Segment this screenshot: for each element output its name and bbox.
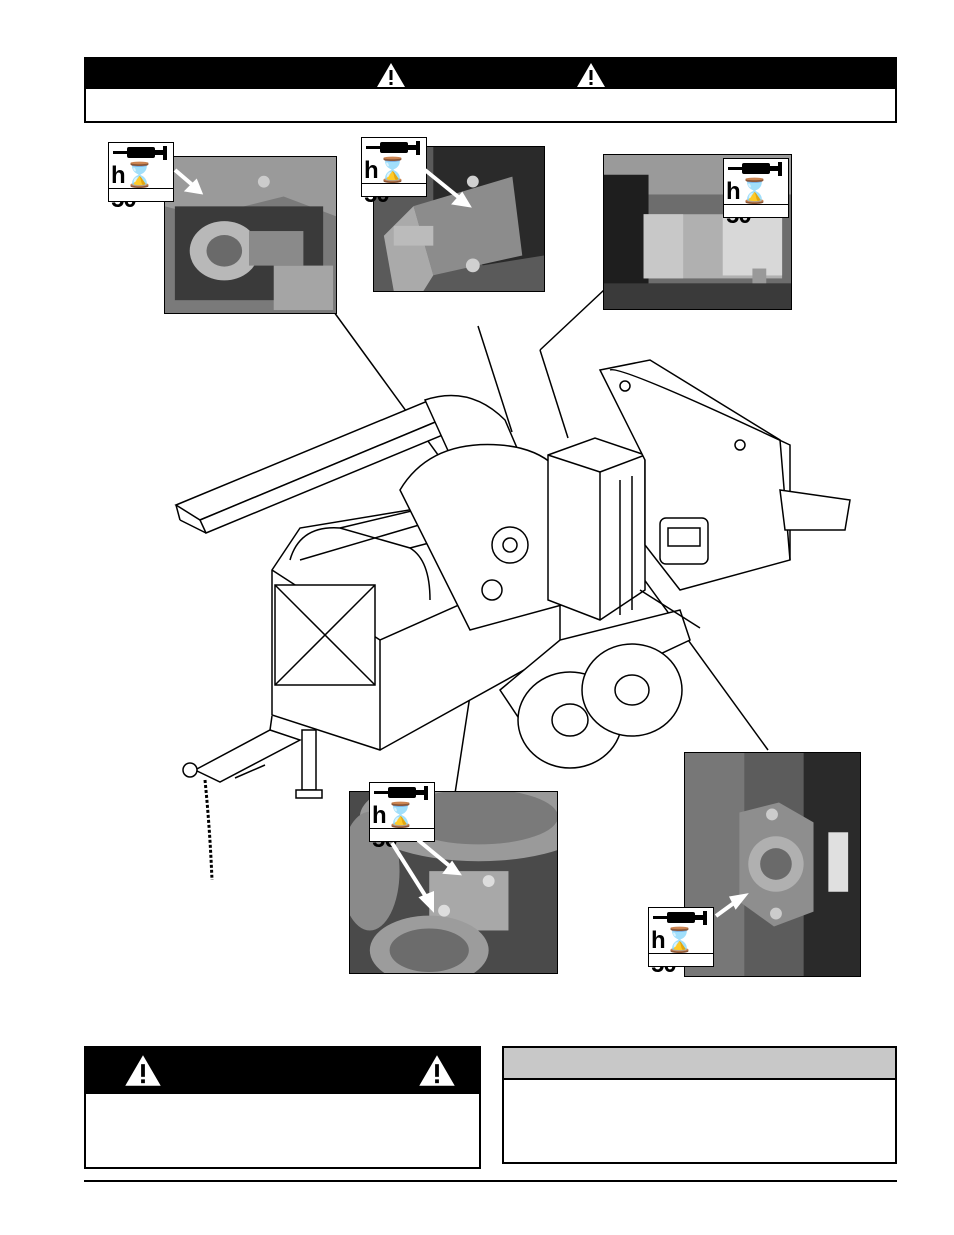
grease-label-footer xyxy=(109,188,173,201)
grease-gun-icon xyxy=(113,146,167,160)
grease-label-footer xyxy=(649,953,713,966)
footer-rule xyxy=(84,1180,897,1182)
grease-gun-icon xyxy=(366,141,420,155)
bottom-note-box xyxy=(502,1046,897,1164)
warning-header-bar xyxy=(86,1048,479,1094)
note-header-bar xyxy=(504,1048,895,1080)
photo-hydraulic-motor xyxy=(603,154,792,310)
grease-label-motor: h⌛50 xyxy=(723,158,789,228)
warning-header-bar xyxy=(86,59,895,89)
warning-triangle-icon xyxy=(419,1055,455,1086)
grease-label-flywheel: h⌛50 xyxy=(108,142,174,212)
grease-label-chute: h⌛50 xyxy=(361,137,427,207)
grease-label-footer xyxy=(370,828,434,841)
warning-triangle-icon xyxy=(125,1055,161,1086)
grease-label-pillow-block: h⌛50 xyxy=(648,907,714,977)
grease-label-belt-drive: h⌛50 xyxy=(369,782,435,852)
grease-gun-icon xyxy=(653,911,707,925)
warning-triangle-icon xyxy=(577,63,605,87)
photo-belt-drive-bearing xyxy=(349,791,558,974)
grease-gun-icon xyxy=(374,786,428,800)
grease-label-footer xyxy=(362,183,426,196)
bottom-warning-box xyxy=(84,1046,481,1169)
photo-flywheel-bearing xyxy=(164,156,337,314)
warning-triangle-icon xyxy=(377,63,405,87)
grease-gun-icon xyxy=(728,162,782,176)
grease-label-footer xyxy=(724,204,788,217)
top-warning-banner xyxy=(84,57,897,123)
